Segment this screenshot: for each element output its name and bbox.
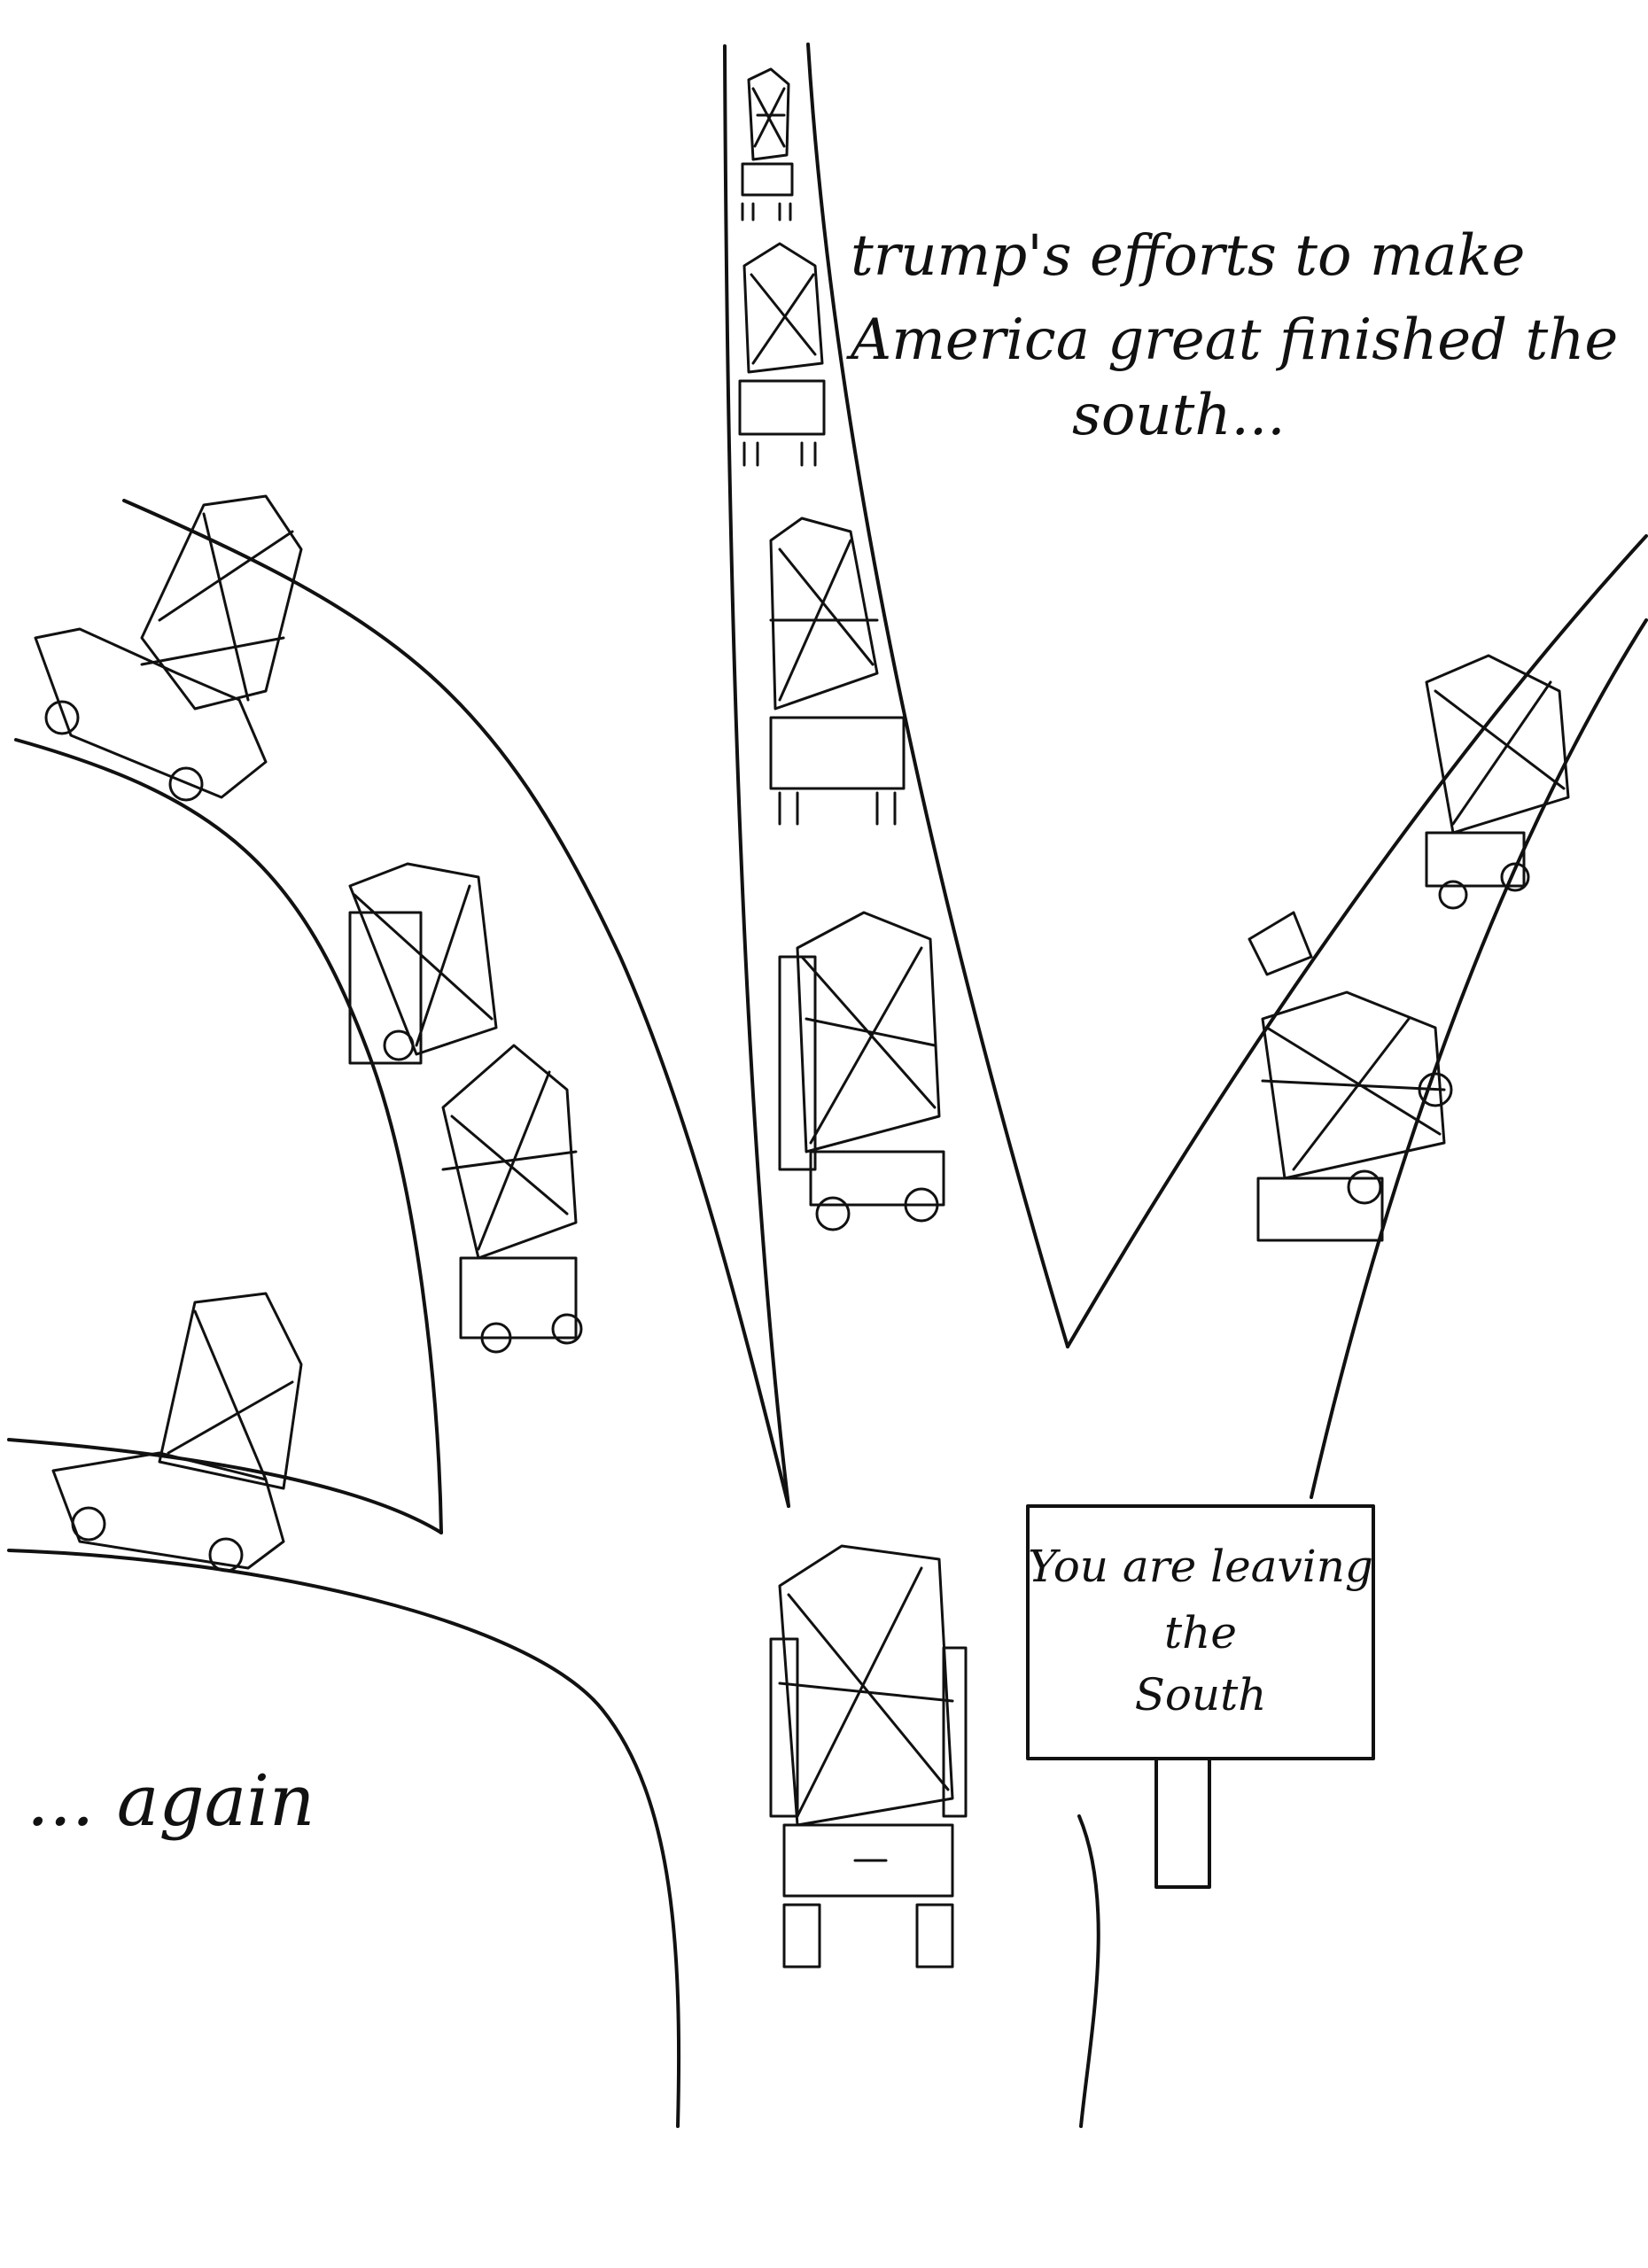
truck-left-1 bbox=[348, 862, 498, 1065]
caption-line-2: America great finished the bbox=[846, 307, 1618, 373]
sign-line-3: South bbox=[1135, 1669, 1267, 1720]
footer-caption: ... again bbox=[27, 1759, 315, 1842]
caption-line-1: trump's efforts to make bbox=[851, 223, 1525, 289]
truck-right-2 bbox=[1248, 911, 1453, 1242]
sign-post bbox=[1154, 1757, 1211, 1889]
truck-left-2 bbox=[441, 1044, 583, 1354]
truck-right-1 bbox=[1425, 654, 1570, 910]
truck-center-2 bbox=[778, 911, 945, 1231]
car-left-2 bbox=[51, 1292, 303, 1573]
leaving-sign: You are leaving the South bbox=[1026, 1504, 1375, 1889]
sign-line-1: You are leaving bbox=[1028, 1541, 1373, 1592]
truck-top-2 bbox=[738, 242, 826, 467]
truck-top-1 bbox=[741, 67, 794, 221]
caption-block: trump's efforts to make America great fi… bbox=[846, 223, 1618, 448]
caption-line-3: south... bbox=[1072, 383, 1286, 448]
sign-line-2: the bbox=[1164, 1607, 1237, 1658]
truck-center-1 bbox=[769, 517, 906, 826]
truck-bottom bbox=[769, 1544, 968, 1969]
car-left-1 bbox=[34, 494, 303, 802]
